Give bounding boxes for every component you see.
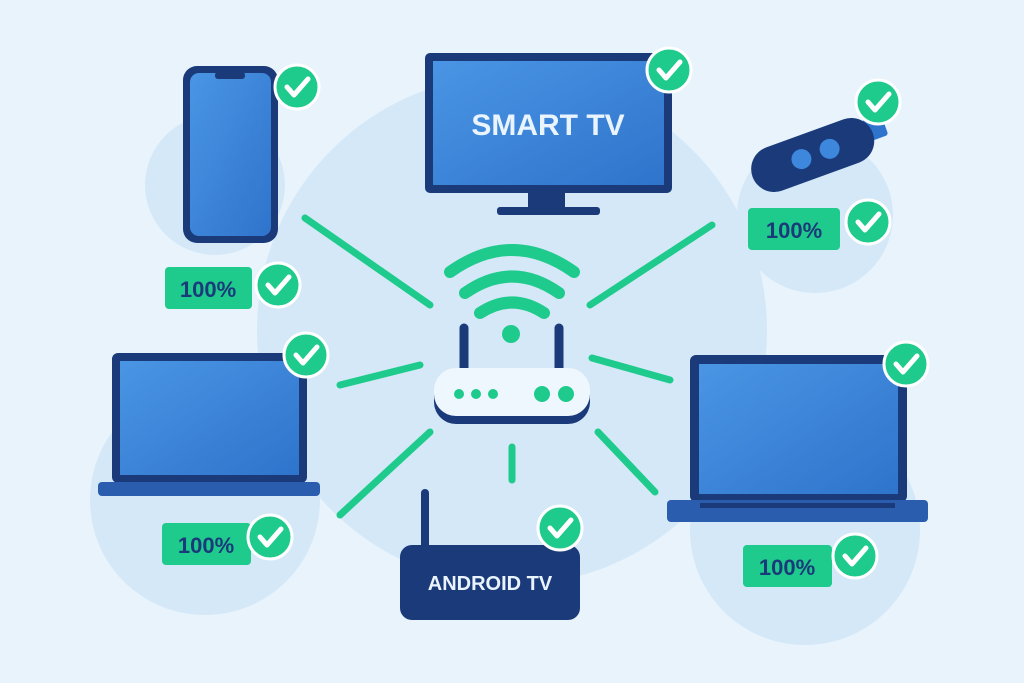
laptop-right-device[interactable]: 100% (667, 342, 928, 587)
stick-signal: 100% (766, 218, 822, 243)
smart-tv-label: SMART TV (471, 109, 624, 142)
android-tv-label: ANDROID TV (428, 573, 553, 595)
connection-lines (301, 214, 716, 519)
check-icon (846, 200, 890, 244)
check-icon (256, 263, 300, 307)
router (434, 244, 590, 424)
laptop-left-device[interactable]: 100% (98, 333, 328, 565)
check-icon (647, 48, 691, 92)
android-tv-device[interactable]: ANDROID TV (400, 489, 582, 620)
check-icon (856, 80, 900, 124)
check-icon (833, 534, 877, 578)
laptop-left-signal: 100% (178, 533, 234, 558)
wifi-icon (444, 244, 580, 319)
check-icon (275, 65, 319, 109)
check-icon (538, 506, 582, 550)
smart-tv-device[interactable]: SMART TV (425, 48, 691, 215)
phone-device[interactable]: 100% (165, 65, 319, 309)
laptop-right-signal: 100% (759, 555, 815, 580)
check-icon (248, 515, 292, 559)
check-icon (284, 333, 328, 377)
phone-signal: 100% (180, 277, 236, 302)
check-icon (884, 342, 928, 386)
streaming-stick-device[interactable]: 100% (745, 80, 900, 250)
